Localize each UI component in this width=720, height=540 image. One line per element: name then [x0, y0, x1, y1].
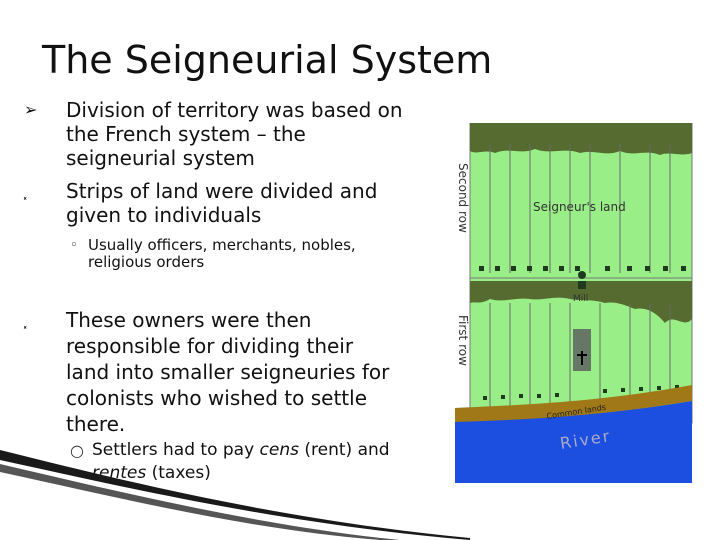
- seigneury-map: Mill Seigneur's land Common lands River …: [455, 123, 693, 483]
- bullet-line: land into smaller seigneuries for: [66, 360, 390, 384]
- seigneur-land-label: Seigneur's land: [533, 200, 626, 214]
- bullet-line: Division of territory was based on: [66, 98, 403, 122]
- bullet-line: colonists who wished to settle: [66, 386, 367, 410]
- second-row-label: Second row: [456, 163, 470, 233]
- circle-bullet-icon: ○: [70, 441, 84, 460]
- arrow-bullet-icon: ➢: [24, 100, 38, 119]
- bullet-line: given to individuals: [66, 203, 262, 227]
- mill-icon: [578, 271, 586, 289]
- circle-bullet-icon: ◦: [70, 238, 78, 253]
- bullet-line: the French system – the: [66, 122, 306, 146]
- strip-lines-second-row: [489, 143, 671, 273]
- river: [455, 401, 692, 483]
- sub-bullet-item: ○ Settlers had to pay cens (rent) and re…: [70, 439, 452, 485]
- houses-second-row: [479, 266, 686, 271]
- road: [455, 385, 692, 423]
- forest-middle: [470, 281, 692, 323]
- square-bullet-icon: ⸼: [24, 310, 28, 329]
- sub-bullet-line: Usually officers, merchants, nobles,: [88, 236, 356, 254]
- sub-bullet-item: ◦ Usually officers, merchants, nobles, r…: [70, 236, 448, 271]
- bullet-item: ⸼ These owners were then responsible for…: [24, 307, 466, 437]
- first-row-label: First row: [456, 315, 470, 366]
- bullet-line: seigneurial system: [66, 146, 255, 170]
- bullet-line: responsible for dividing their: [66, 334, 354, 358]
- sub-bullet-line: Settlers had to pay cens (rent) and: [92, 440, 390, 460]
- square-bullet-icon: ⸼: [24, 181, 28, 200]
- bullet-item: ⸼ Strips of land were divided and given …: [24, 179, 466, 227]
- bullet-item: ➢ Division of territory was based on the…: [24, 98, 466, 170]
- bullet-line: These owners were then: [66, 308, 312, 332]
- sub-bullet-line: religious orders: [88, 253, 205, 271]
- houses-first-row: [483, 385, 679, 400]
- church-icon: [573, 329, 591, 371]
- forest-top: [470, 123, 692, 155]
- bullet-line: there.: [66, 412, 126, 436]
- decorative-swoosh: [0, 450, 470, 540]
- mill-label: Mill: [573, 294, 588, 304]
- strip-lines-first-row: [489, 303, 671, 408]
- bullet-line: Strips of land were divided and: [66, 179, 378, 203]
- slide-title: The Seigneurial System: [42, 38, 493, 82]
